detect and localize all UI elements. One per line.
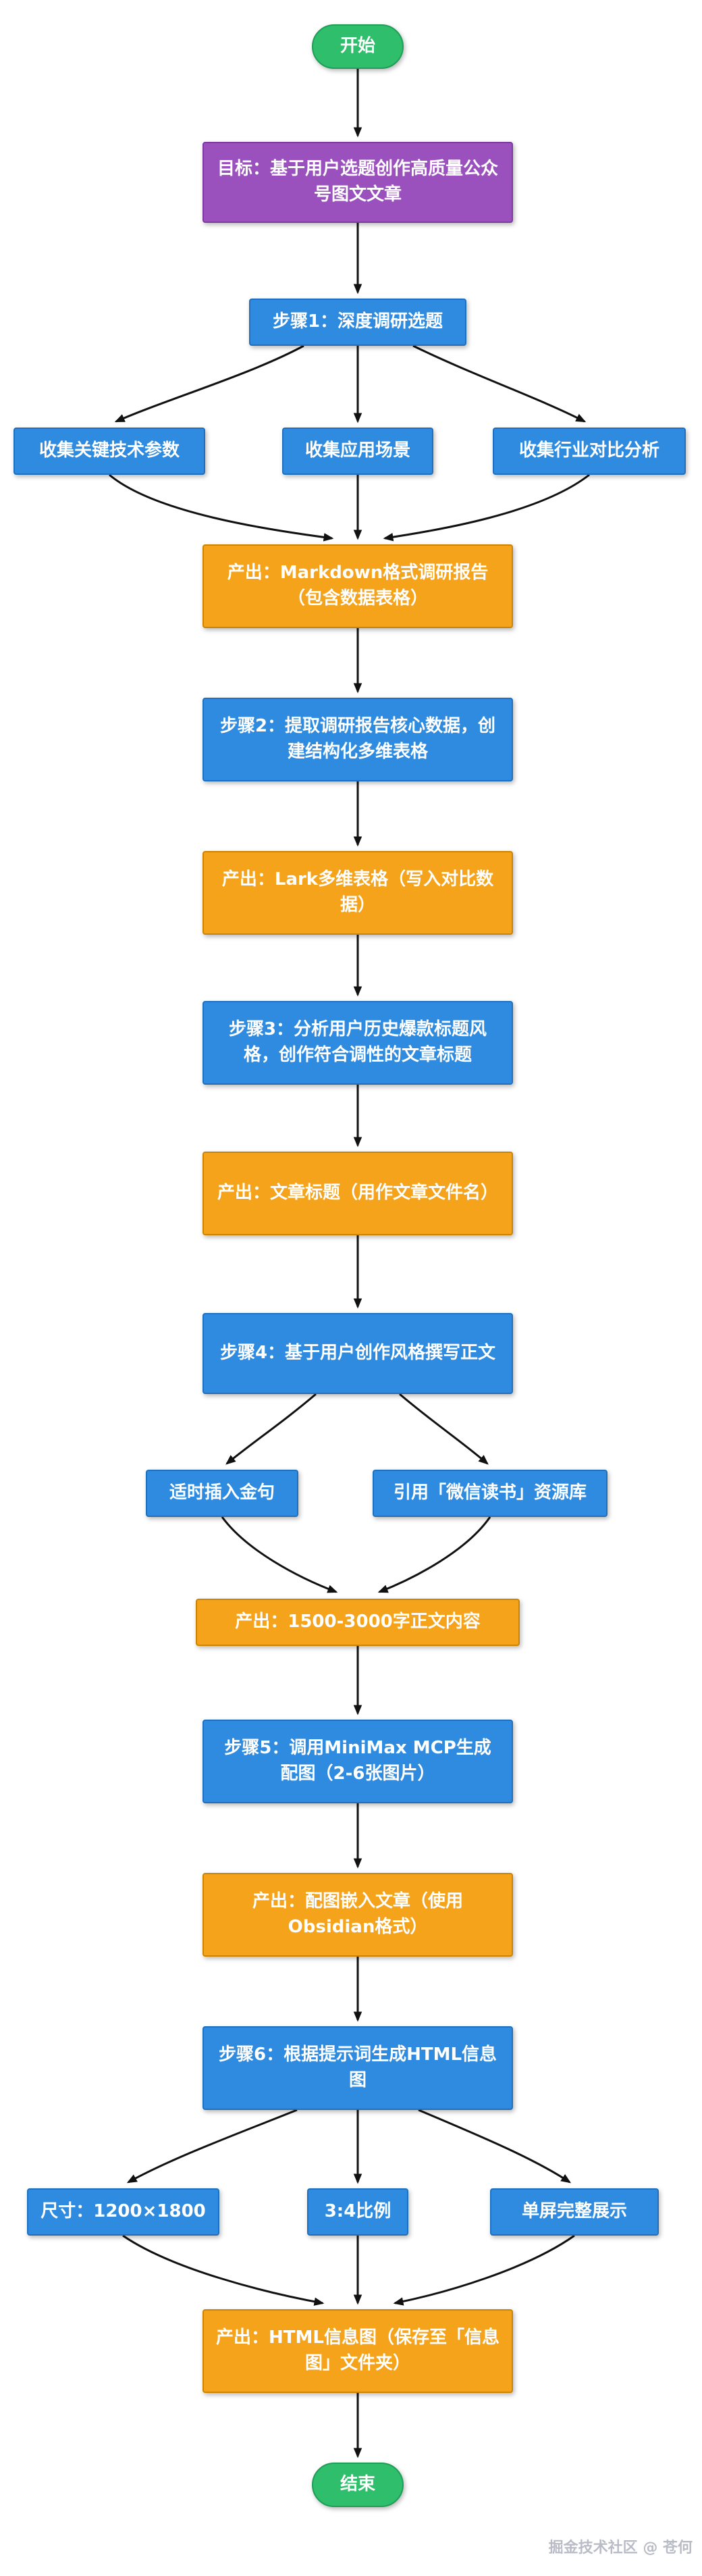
arrow-step4-to-weread (399, 1393, 489, 1465)
step4-node: 步骤4：基于用户创作风格撰写正文 (202, 1313, 513, 1394)
branch-single-screen: 单屏完整展示 (490, 2188, 659, 2236)
arrow-branch1-to-out1 (109, 473, 334, 542)
arrow-step1-to-branch1 (114, 344, 304, 423)
watermark: 掘金技术社区 @ 苍何 (548, 2540, 693, 2556)
branch-insert-quotes: 适时插入金句 (146, 1470, 298, 1517)
arrow-step1-to-branch3 (412, 344, 587, 423)
step1-node: 步骤1：深度调研选题 (249, 299, 466, 346)
goal-node: 目标：基于用户选题创作高质量公众号图文文章 (202, 142, 513, 223)
arrow-fit-to-out6 (393, 2234, 575, 2306)
branch-collect-industry-comparison: 收集行业对比分析 (493, 428, 686, 475)
arrow-step4-to-quote (225, 1393, 317, 1465)
output-markdown-report: 产出：Markdown格式调研报告（包含数据表格） (202, 544, 513, 628)
step2-node: 步骤2：提取调研报告核心数据，创建结构化多维表格 (202, 698, 513, 781)
step5-node: 步骤5：调用MiniMax MCP生成配图（2-6张图片） (202, 1720, 513, 1803)
start-node: 开始 (312, 24, 404, 69)
branch-aspect-ratio: 3:4比例 (307, 2188, 408, 2236)
output-embedded-images: 产出：配图嵌入文章（使用Obsidian格式） (202, 1873, 513, 1957)
branch-weread-library: 引用「微信读书」资源库 (373, 1470, 608, 1517)
arrow-quote-to-out4 (221, 1516, 338, 1593)
arrow-branch3-to-out1 (383, 473, 590, 542)
step3-node: 步骤3：分析用户历史爆款标题风格，创作符合调性的文章标题 (202, 1001, 513, 1085)
arrow-step6-to-size (126, 2109, 298, 2184)
output-body-content: 产出：1500-3000字正文内容 (196, 1599, 520, 1646)
output-html-infographic: 产出：HTML信息图（保存至「信息图」文件夹） (202, 2309, 513, 2393)
branch-collect-tech-params: 收集关键技术参数 (14, 428, 205, 475)
output-lark-table: 产出：Lark多维表格（写入对比数据） (202, 851, 513, 935)
branch-size-spec: 尺寸：1200×1800 (27, 2188, 219, 2236)
arrow-weread-to-out4 (377, 1516, 491, 1593)
arrow-step6-to-fit (418, 2109, 572, 2184)
arrow-size-to-out6 (122, 2234, 325, 2306)
end-node: 结束 (312, 2463, 404, 2507)
step6-node: 步骤6：根据提示词生成HTML信息图 (202, 2026, 513, 2110)
branch-collect-use-cases: 收集应用场景 (282, 428, 433, 475)
output-article-title: 产出：文章标题（用作文章文件名） (202, 1152, 513, 1235)
